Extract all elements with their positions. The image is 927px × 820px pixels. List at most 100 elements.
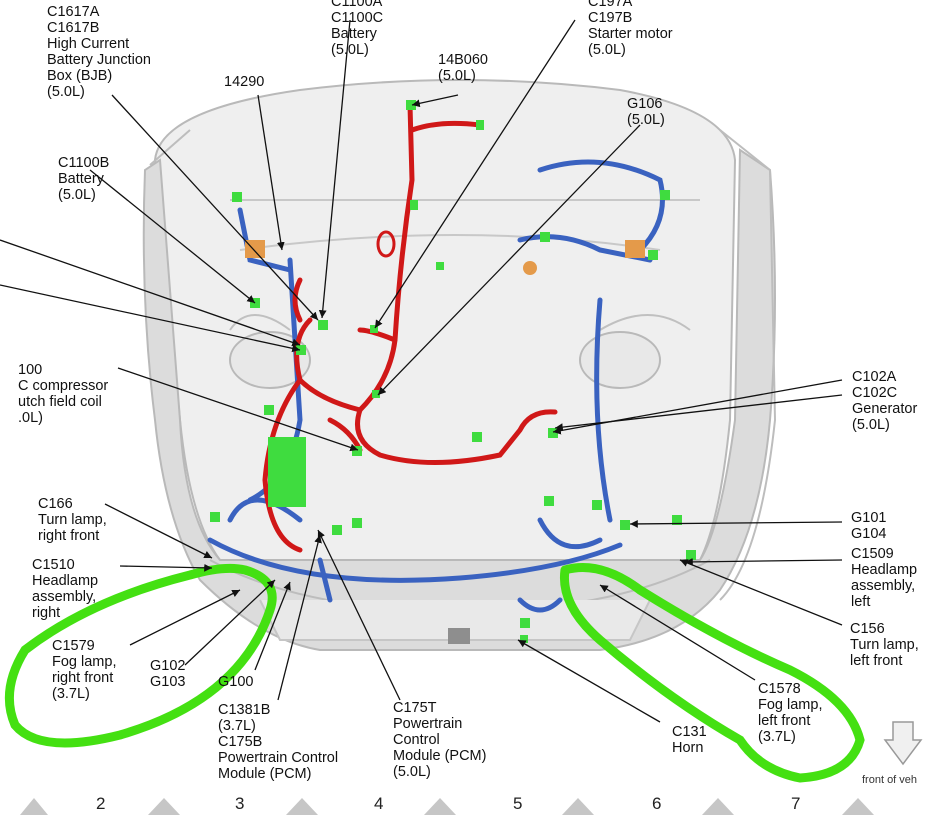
label-line: Turn lamp, — [38, 512, 107, 528]
label-line: 14290 — [224, 74, 265, 90]
label-line: C197A — [588, 0, 633, 10]
leader-lines — [0, 19, 843, 723]
label-line: (5.0L) — [588, 42, 626, 58]
label-c1579: C1579 Fog lamp, right front (3.7L) — [52, 638, 116, 702]
label-line: (5.0L) — [438, 68, 476, 84]
label-line: G103 — [150, 674, 186, 690]
label-line: C1100C — [331, 10, 384, 26]
label-line: (5.0L) — [627, 112, 665, 128]
label-c156: C156 Turn lamp, left front — [850, 621, 919, 669]
label-line: (3.7L) — [758, 729, 796, 745]
label-line: (5.0L) — [331, 42, 369, 58]
label-line: C102A — [852, 369, 897, 385]
label-line: C1381B — [218, 702, 271, 718]
label-line: C197B — [588, 10, 633, 26]
grid-number: 3 — [235, 794, 245, 813]
label-line: (5.0L) — [852, 417, 890, 433]
label-c1510: C1510 Headlamp assembly, right — [32, 557, 98, 621]
label-line: Battery — [331, 26, 377, 42]
label-line: Fog lamp, — [758, 697, 823, 713]
label-c1100a: C1100A C1100C Battery (5.0L) — [331, 0, 383, 58]
label-14290: 14290 — [224, 74, 264, 90]
label-line: .0L) — [18, 410, 43, 426]
label-c1617: C1617A C1617B High Current Battery Junct… — [47, 4, 151, 100]
grid-markers — [20, 798, 874, 815]
label-line: Generator — [852, 401, 918, 417]
label-line: left — [851, 594, 871, 610]
label-line: C1100A — [331, 0, 383, 10]
label-line: Powertrain Control — [218, 750, 339, 766]
label-line: Box (BJB) — [47, 68, 113, 84]
label-c175t: C175T Powertrain Control Module (PCM) (5… — [393, 700, 486, 780]
label-line: right front — [38, 528, 100, 544]
label-line: Fog lamp, — [52, 654, 117, 670]
label-line: Control — [393, 732, 440, 748]
label-c1578: C1578 Fog lamp, left front (3.7L) — [758, 681, 822, 745]
label-line: (5.0L) — [393, 764, 431, 780]
label-line: right front — [52, 670, 114, 686]
red-wire-coil — [376, 230, 396, 258]
label-line: C1100B — [58, 155, 110, 171]
label-line: (3.7L) — [52, 686, 90, 702]
grid-number: 6 — [652, 794, 662, 813]
label-line: right — [32, 605, 61, 621]
grid-number: 2 — [96, 794, 106, 813]
label-c100: 100 C compressor utch field coil .0L) — [18, 362, 108, 426]
label-line: C166 — [38, 496, 73, 512]
label-line: (5.0L) — [58, 187, 96, 203]
grid-number: 5 — [513, 794, 523, 813]
label-line: G100 — [218, 674, 254, 690]
label-line: assembly, — [851, 578, 916, 594]
label-c1100b: C1100B Battery (5.0L) — [58, 155, 109, 203]
label-line: C175B — [218, 734, 263, 750]
label-line: G106 — [627, 96, 663, 112]
label-c1509: C1509 Headlamp assembly, left — [851, 546, 917, 610]
label-c131: C131 Horn — [672, 724, 707, 756]
fog-lamp-highlights — [4, 563, 865, 783]
label-g100: G100 — [218, 674, 253, 690]
bjb-module — [268, 437, 306, 507]
label-line: Module (PCM) — [393, 748, 487, 764]
label-line: Powertrain — [393, 716, 463, 732]
label-line: C1617A — [47, 4, 100, 20]
label-line: C156 — [850, 621, 885, 637]
label-c102: C102A C102C Generator (5.0L) — [852, 369, 917, 433]
label-line: G104 — [851, 526, 887, 542]
grid-number: 7 — [791, 794, 801, 813]
label-line: Starter motor — [588, 26, 673, 42]
label-line: C1510 — [32, 557, 75, 573]
label-line: utch field coil — [18, 394, 102, 410]
label-line: C1509 — [851, 546, 894, 562]
orange-junctions — [245, 240, 645, 275]
label-line: C131 — [672, 724, 707, 740]
label-c166: C166 Turn lamp, right front — [38, 496, 107, 544]
label-c1381b: C1381B (3.7L) C175B Powertrain Control M… — [218, 702, 338, 782]
label-line: Battery — [58, 171, 104, 187]
label-line: Battery Junction — [47, 52, 151, 68]
grid-number: 4 — [374, 794, 384, 813]
label-c197: C197A C197B Starter motor (5.0L) — [588, 0, 673, 58]
label-line: Horn — [672, 740, 704, 756]
label-line: C compressor — [18, 378, 109, 394]
label-line: 100 — [18, 362, 43, 378]
label-line: G102 — [150, 658, 186, 674]
label-line: C1617B — [47, 20, 100, 36]
label-line: Module (PCM) — [218, 766, 312, 782]
label-g101: G101 G104 — [851, 510, 886, 542]
label-line: 14B060 — [438, 52, 488, 68]
label-line: left front — [850, 653, 903, 669]
label-line: C1578 — [758, 681, 801, 697]
label-line: Headlamp — [32, 573, 99, 589]
label-line: C1579 — [52, 638, 95, 654]
label-line: C102C — [852, 385, 898, 401]
label-g106: G106 (5.0L) — [627, 96, 665, 128]
label-line: (3.7L) — [218, 718, 256, 734]
label-line: G101 — [851, 510, 887, 526]
label-line: left front — [758, 713, 811, 729]
label-line: High Current — [47, 36, 130, 52]
label-line: C175T — [393, 700, 437, 716]
front-of-vehicle-label: front of veh — [862, 774, 918, 786]
label-line: Headlamp — [851, 562, 918, 578]
